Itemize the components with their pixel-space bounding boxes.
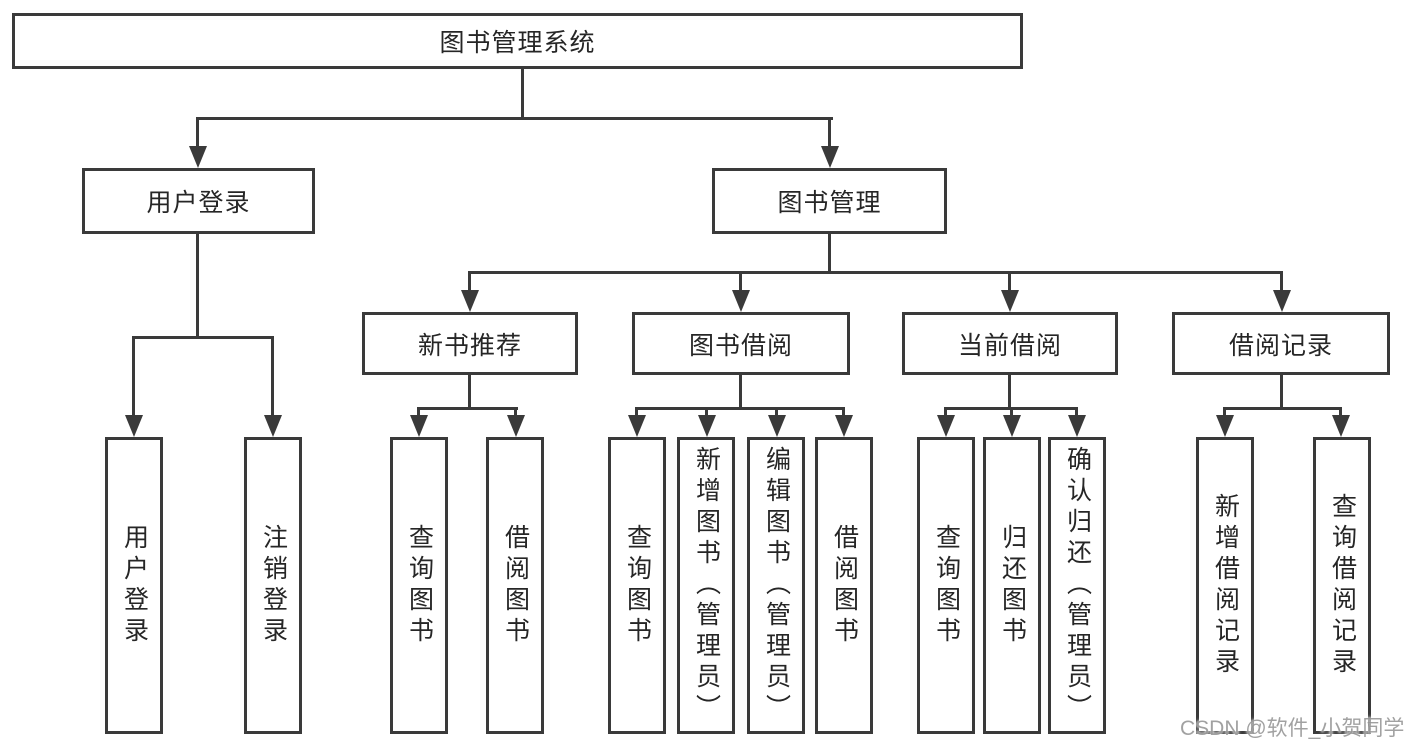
arrow-down-icon (732, 290, 750, 312)
arrow-down-icon (1216, 415, 1234, 437)
connector-line (828, 234, 831, 274)
connector-line (1223, 407, 1226, 419)
node-book-borrowing: 图书借阅 (632, 312, 850, 375)
connector-line (1339, 407, 1342, 419)
arrow-down-icon (628, 415, 646, 437)
connector-line (521, 69, 524, 119)
node-cb-return-books: 归还图书 (983, 437, 1041, 734)
connector-line (1280, 271, 1283, 293)
node-label: 查询图书 (623, 523, 652, 648)
node-label: 归还图书 (998, 523, 1027, 648)
node-label: 新书推荐 (417, 331, 522, 360)
arrow-down-icon (821, 146, 839, 168)
node-label: 新增图书（管理员） (692, 446, 721, 725)
connector-line (739, 271, 742, 293)
node-label: 借阅记录 (1228, 331, 1333, 360)
connector-line (842, 407, 845, 419)
arrow-down-icon (410, 415, 428, 437)
arrow-down-icon (937, 415, 955, 437)
connector-line (635, 407, 845, 410)
connector-line (828, 117, 831, 149)
node-logout: 注销登录 (244, 437, 302, 734)
connector-line (739, 375, 742, 410)
node-library-system: 图书管理系统 (12, 13, 1023, 69)
arrow-down-icon (125, 415, 143, 437)
connector-line (514, 407, 517, 419)
connector-line (468, 375, 471, 410)
connector-line (417, 407, 420, 419)
connector-line (1280, 375, 1283, 410)
watermark-text: CSDN @软件_小贺同学 (1180, 717, 1405, 740)
node-nb-borrow-books: 借阅图书 (486, 437, 544, 734)
connector-line (1223, 407, 1342, 410)
node-new-book-recommend: 新书推荐 (362, 312, 578, 375)
connector-line (1010, 407, 1013, 419)
arrow-down-icon (264, 415, 282, 437)
node-label: 查询借阅记录 (1328, 492, 1357, 679)
connector-line (196, 117, 833, 120)
arrow-down-icon (1001, 290, 1019, 312)
node-label: 编辑图书（管理员） (762, 446, 791, 725)
node-br-query-record: 查询借阅记录 (1313, 437, 1371, 734)
connector-line (271, 336, 274, 417)
arrow-down-icon (1068, 415, 1086, 437)
node-label: 查询图书 (932, 523, 961, 648)
node-user-login: 用户登录 (82, 168, 315, 234)
node-label: 用户登录 (146, 189, 251, 217)
arrow-down-icon (698, 415, 716, 437)
node-bb-borrow-books: 借阅图书 (815, 437, 873, 734)
node-label: 图书借阅 (688, 331, 793, 360)
arrow-down-icon (835, 415, 853, 437)
connector-line (1008, 271, 1011, 293)
connector-line (196, 234, 199, 339)
connector-line (468, 271, 1283, 274)
connector-line (468, 271, 471, 293)
node-current-borrowing: 当前借阅 (902, 312, 1118, 375)
node-cb-confirm-return-admin: 确认归还（管理员） (1048, 437, 1106, 734)
node-borrow-records: 借阅记录 (1172, 312, 1390, 375)
connector-line (775, 407, 778, 419)
node-label: 用户登录 (120, 523, 149, 648)
node-bb-add-books-admin: 新增图书（管理员） (677, 437, 735, 734)
connector-line (1008, 375, 1011, 410)
node-label: 借阅图书 (830, 523, 859, 648)
connector-line (1075, 407, 1078, 419)
node-nb-query-books: 查询图书 (390, 437, 448, 734)
connector-line (944, 407, 947, 419)
node-bb-edit-books-admin: 编辑图书（管理员） (747, 437, 805, 734)
node-label: 图书管理系统 (439, 29, 596, 57)
connector-line (635, 407, 638, 419)
node-label: 查询图书 (405, 523, 434, 648)
node-br-add-record: 新增借阅记录 (1196, 437, 1254, 734)
arrow-down-icon (1003, 415, 1021, 437)
node-bb-query-books: 查询图书 (608, 437, 666, 734)
node-label: 注销登录 (259, 523, 288, 648)
node-label: 当前借阅 (957, 331, 1062, 360)
connector-line (132, 336, 135, 417)
connector-line (417, 407, 518, 410)
node-book-management: 图书管理 (712, 168, 947, 234)
connector-line (705, 407, 708, 419)
arrow-down-icon (461, 290, 479, 312)
node-login: 用户登录 (105, 437, 163, 734)
connector-line (196, 117, 199, 149)
node-cb-query-books: 查询图书 (917, 437, 975, 734)
node-label: 新增借阅记录 (1211, 492, 1240, 679)
node-label: 确认归还（管理员） (1063, 446, 1092, 725)
arrow-down-icon (1273, 290, 1291, 312)
arrow-down-icon (768, 415, 786, 437)
node-label: 图书管理 (777, 189, 882, 217)
node-label: 借阅图书 (501, 523, 530, 648)
connector-line (132, 336, 274, 339)
arrow-down-icon (507, 415, 525, 437)
arrow-down-icon (1332, 415, 1350, 437)
arrow-down-icon (189, 146, 207, 168)
